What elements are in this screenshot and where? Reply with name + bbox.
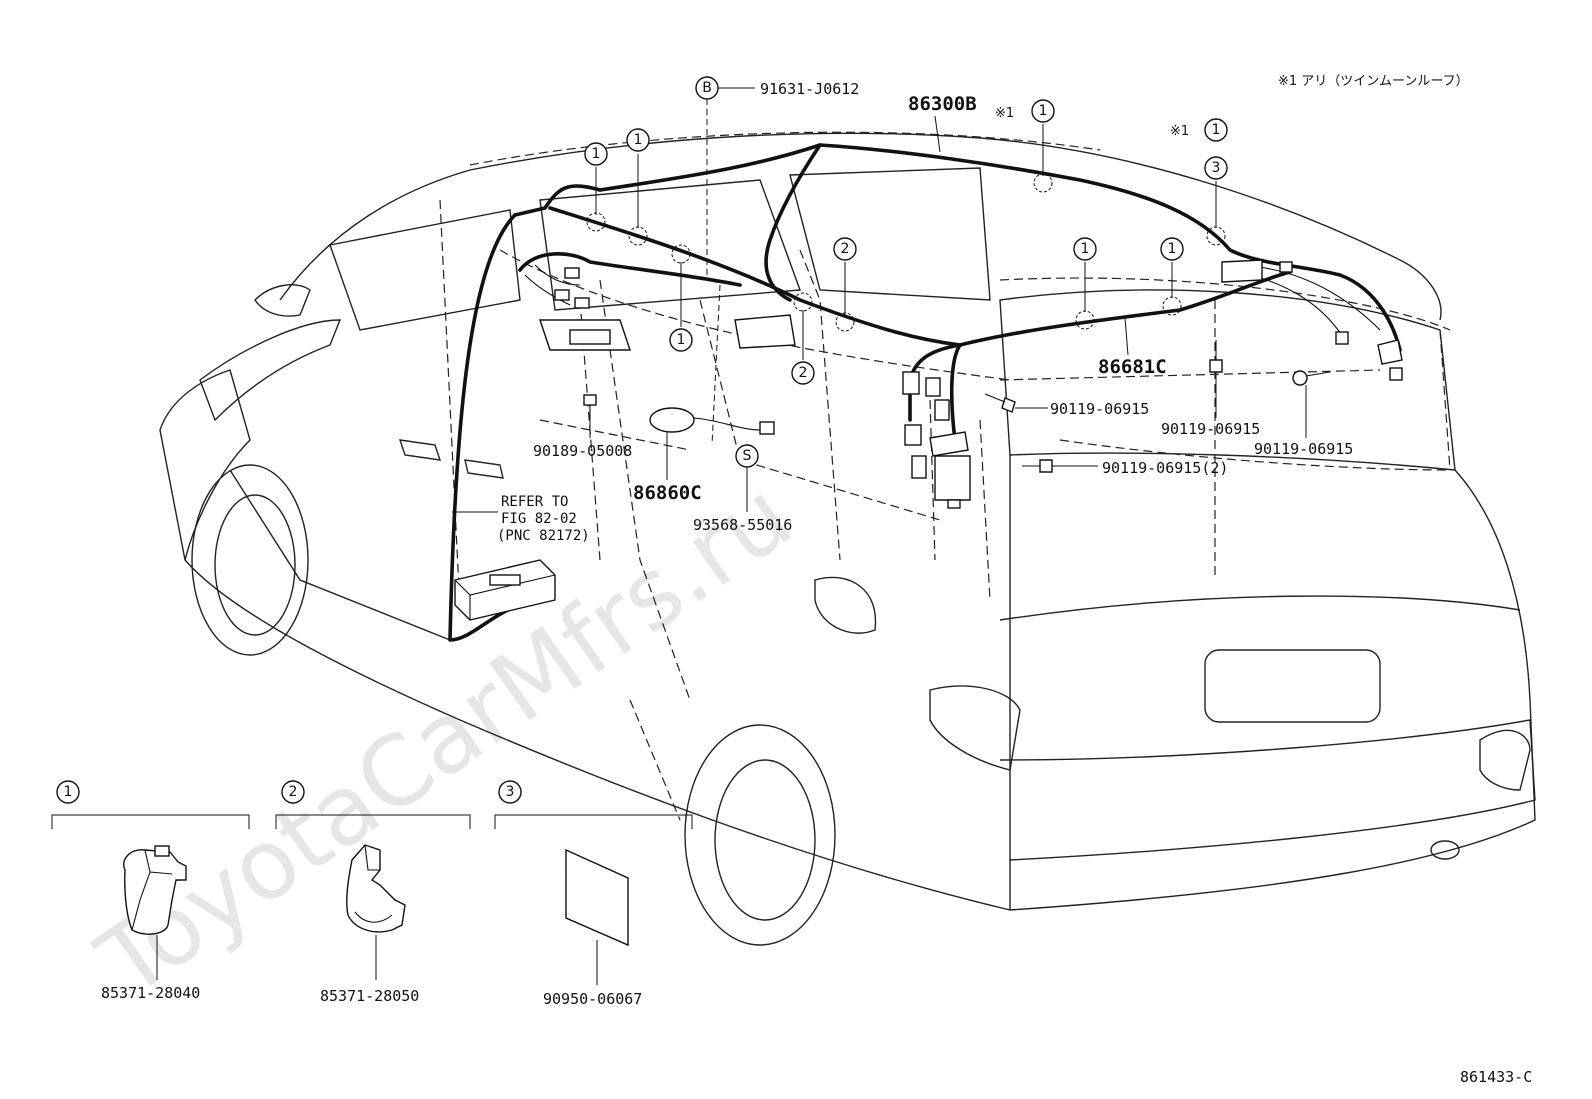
clamp-callout-1 [1031, 99, 1055, 123]
rear-pillar-connectors [902, 371, 971, 509]
label-91631-J0612: 91631-J0612 [760, 80, 859, 98]
bolt-icon [1209, 340, 1223, 373]
clamp-85371-28050-icon [346, 844, 406, 933]
refer-note-line-3: (PNC 82172) [497, 528, 590, 544]
refer-note-line-1: REFER TO [501, 494, 568, 510]
bolts [984, 340, 1331, 473]
bolt-icon [1022, 459, 1053, 473]
svg-text:2: 2 [799, 365, 808, 381]
label-90119-06915: 90119-06915 [1254, 440, 1353, 458]
label-90119-06915: 90119-06915 [1161, 420, 1260, 438]
rear-roof-connectors [1221, 259, 1403, 381]
roof-harness-wire [448, 143, 1402, 642]
figure-id: 861433-C [1460, 1068, 1532, 1086]
svg-text:1: 1 [1212, 122, 1221, 138]
svg-text:※1: ※1 [995, 106, 1014, 121]
svg-text:1: 1 [64, 784, 73, 800]
svg-text:1: 1 [592, 146, 601, 162]
tape-90950-06067-icon [565, 848, 629, 947]
clamp-callout-2 [791, 361, 815, 385]
ecu-box [454, 559, 556, 621]
label-86681C: 86681C [1098, 356, 1167, 378]
legend-key-1 [56, 780, 80, 804]
legend-key-3 [498, 780, 522, 804]
legend-part-85371-28050: 85371-28050 [320, 987, 419, 1005]
svg-text:1: 1 [1168, 241, 1177, 257]
bolt-icon [1292, 370, 1331, 386]
clamp-85371-28040-icon [123, 845, 187, 935]
label-90119-06915: 90119-06915 [1050, 400, 1149, 418]
label-90189-05008: 90189-05008 [533, 442, 632, 460]
clamp-callout-1 [584, 142, 608, 166]
twin-moonroof-note: ※1 アリ（ツインムーンルーフ） [1278, 74, 1469, 89]
svg-text:B: B [702, 80, 712, 96]
clamp-callout-1 [1160, 237, 1184, 261]
legend-part-85371-28040: 85371-28040 [101, 984, 200, 1002]
clamp-callout-3 [1204, 156, 1228, 180]
bolt-icon [984, 393, 1016, 413]
clamp-callouts: 1 1 1 2 2 1 1 ※1 1 ※1 [584, 99, 1228, 385]
overhead-console-harness [518, 252, 796, 351]
svg-text:3: 3 [1212, 160, 1221, 176]
svg-text:1: 1 [634, 132, 643, 148]
clamp-callout-2 [833, 237, 857, 261]
clamp-callout-1 [626, 128, 650, 152]
svg-text:※1: ※1 [1170, 124, 1189, 139]
clamp-callout-1 [669, 328, 693, 352]
vehicle-body-outline [159, 132, 1536, 946]
refer-note-line-2: FIG 82-02 [501, 511, 577, 527]
label-86300B: 86300B [908, 93, 977, 115]
svg-text:2: 2 [289, 784, 298, 800]
svg-text:1: 1 [677, 332, 686, 348]
part-labels: B 91631-J0612 86300B 86681C 90189-05008 … [452, 76, 1353, 544]
legend-part-90950-06067: 90950-06067 [543, 990, 642, 1008]
svg-text:S: S [743, 448, 752, 464]
svg-text:2: 2 [841, 241, 850, 257]
label-90119-06915-qty2: 90119-06915(2) [1102, 459, 1228, 477]
svg-text:3: 3 [506, 784, 515, 800]
sensor-unit [583, 394, 775, 435]
clamp-callout-1 [1204, 118, 1228, 142]
clamp-callout-1 [1073, 237, 1097, 261]
svg-text:1: 1 [1081, 241, 1090, 257]
legend-key-2 [281, 780, 305, 804]
clamp-legend: 1 85371-28040 2 85371-28050 3 90950-0606… [51, 780, 693, 1008]
watermark: ToyotaCarMfrs.ru [78, 459, 811, 1019]
label-93568-55016: 93568-55016 [693, 516, 792, 534]
svg-text:1: 1 [1039, 103, 1048, 119]
label-86860C: 86860C [633, 482, 702, 504]
